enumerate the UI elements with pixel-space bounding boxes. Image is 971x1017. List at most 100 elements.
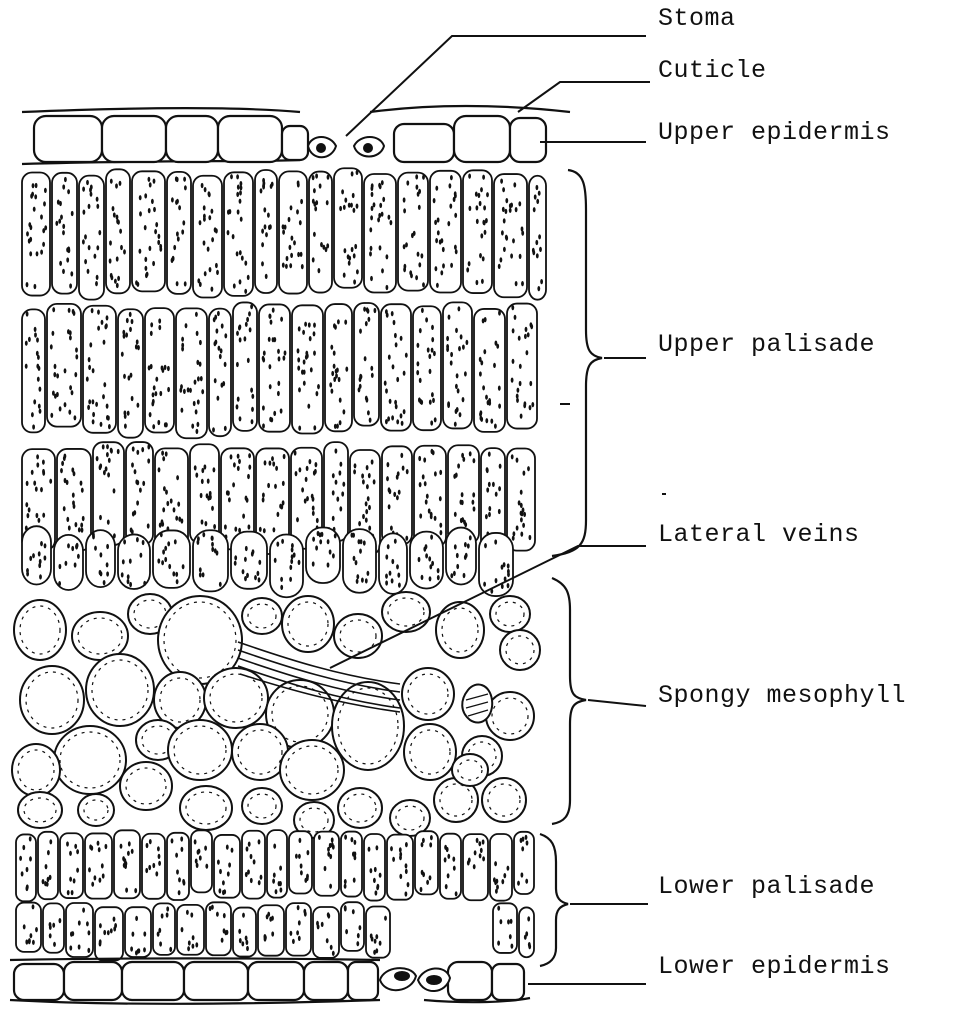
chloroplast xyxy=(482,839,485,844)
chloroplast xyxy=(49,479,52,484)
chloroplast xyxy=(375,890,378,895)
chloroplast xyxy=(434,220,437,225)
chloroplast xyxy=(519,254,522,259)
chloroplast xyxy=(110,179,113,184)
chloroplast xyxy=(28,337,31,342)
chloroplast xyxy=(511,378,514,383)
chloroplast xyxy=(248,842,251,847)
chloroplast xyxy=(251,394,254,399)
chloroplast xyxy=(92,368,95,373)
chloroplast xyxy=(510,253,513,258)
chloroplast xyxy=(269,461,272,466)
chloroplast xyxy=(407,882,410,887)
chloroplast xyxy=(107,930,110,935)
chloroplast xyxy=(181,847,184,852)
chloroplast xyxy=(388,355,391,360)
chloroplast xyxy=(422,872,425,877)
chloroplast xyxy=(463,573,466,578)
chloroplast xyxy=(507,572,510,577)
chloroplast xyxy=(338,377,341,382)
chloroplast xyxy=(334,533,337,538)
chloroplast xyxy=(507,919,510,924)
chloroplast xyxy=(123,539,126,544)
chloroplast xyxy=(298,560,301,565)
chloroplast xyxy=(333,351,336,356)
chloroplast xyxy=(277,512,280,517)
chloroplast xyxy=(494,424,497,429)
chloroplast xyxy=(482,175,485,180)
chloroplast xyxy=(32,904,35,909)
chloroplast xyxy=(305,351,308,356)
chloroplast xyxy=(157,846,160,851)
chloroplast xyxy=(385,554,388,559)
chloroplast xyxy=(387,544,390,549)
chloroplast xyxy=(298,920,301,925)
chloroplast xyxy=(486,467,489,472)
chloroplast xyxy=(253,859,256,864)
palisade-cell xyxy=(494,174,527,297)
chloroplast xyxy=(103,340,106,345)
chloroplast xyxy=(469,535,472,540)
chloroplast xyxy=(357,933,360,938)
chloroplast xyxy=(405,869,408,874)
chloroplast xyxy=(330,945,333,950)
chloroplast xyxy=(131,396,134,401)
chloroplast xyxy=(516,394,519,399)
chloroplast xyxy=(88,365,91,370)
spongy-cell xyxy=(20,666,84,734)
chloroplast xyxy=(428,508,431,513)
chloroplast xyxy=(153,385,156,390)
chloroplast xyxy=(455,328,458,333)
chloroplast xyxy=(356,579,359,584)
chloroplast xyxy=(462,457,465,462)
chloroplast xyxy=(83,210,86,215)
chloroplast xyxy=(181,408,184,413)
chloroplast xyxy=(400,336,403,341)
chloroplast xyxy=(117,220,120,225)
chloroplast xyxy=(454,213,457,218)
chloroplast xyxy=(480,360,483,365)
chloroplast xyxy=(365,396,368,401)
chloroplast xyxy=(298,936,301,941)
palisade-cell xyxy=(415,831,438,894)
chloroplast xyxy=(129,312,132,317)
palisade-cell xyxy=(474,309,505,432)
chloroplast xyxy=(135,280,138,285)
chloroplast xyxy=(365,321,368,326)
chloroplast xyxy=(221,383,224,388)
chloroplast xyxy=(270,184,273,189)
chloroplast xyxy=(74,844,77,849)
chloroplast xyxy=(263,207,266,212)
chloroplast xyxy=(148,865,151,870)
chloroplast xyxy=(507,583,510,588)
chloroplast xyxy=(493,363,496,368)
chloroplast xyxy=(394,539,397,544)
chloroplast xyxy=(246,317,249,322)
stray-marks xyxy=(560,404,666,494)
chloroplast xyxy=(421,253,424,258)
chloroplast xyxy=(343,273,346,278)
chloroplast xyxy=(527,466,530,471)
chloroplast xyxy=(152,261,155,266)
chloroplast xyxy=(42,471,45,476)
chloroplast xyxy=(331,837,334,842)
chloroplast xyxy=(44,543,47,548)
spongy-cell xyxy=(282,596,334,652)
chloroplast xyxy=(94,875,97,880)
chloroplast xyxy=(344,884,347,889)
chloroplast xyxy=(488,398,491,403)
chloroplast xyxy=(244,289,247,294)
chloroplast xyxy=(536,199,539,204)
chloroplast xyxy=(157,558,160,563)
chloroplast xyxy=(500,179,503,184)
chloroplast xyxy=(234,527,237,532)
chloroplast xyxy=(321,532,324,537)
chloroplast xyxy=(77,554,80,559)
chloroplast xyxy=(313,425,316,430)
chloroplast xyxy=(332,490,335,495)
chloroplast xyxy=(483,582,486,587)
chloroplast xyxy=(393,492,396,497)
chloroplast xyxy=(175,572,178,577)
chloroplast xyxy=(177,502,180,507)
chloroplast xyxy=(155,377,158,382)
